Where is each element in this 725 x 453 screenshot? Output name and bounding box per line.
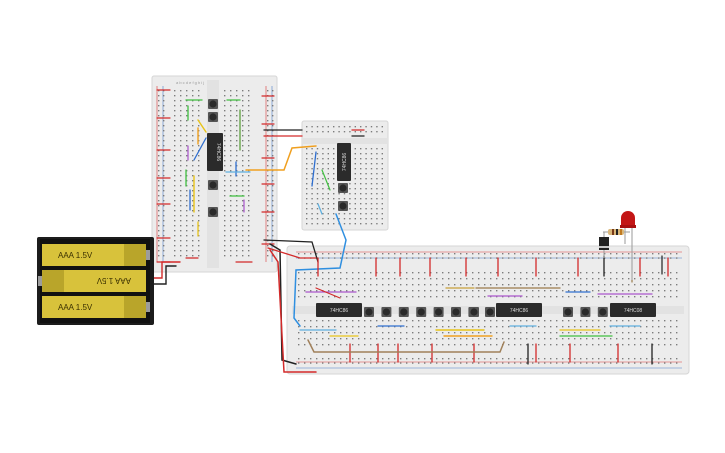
push-button[interactable] — [433, 307, 444, 317]
diode[interactable] — [599, 232, 609, 258]
push-button[interactable] — [381, 307, 392, 317]
resistor[interactable] — [603, 229, 630, 235]
wire[interactable] — [197, 119, 207, 133]
wire[interactable] — [153, 265, 177, 285]
middle-chip-label: 74HC86 — [342, 153, 348, 172]
left-breadboard: a b c d e f g h i j — [151, 75, 278, 273]
bottom-chip-3[interactable]: 74HC08 — [610, 303, 656, 317]
wire[interactable] — [193, 137, 207, 161]
push-button[interactable] — [208, 112, 218, 122]
breadboards: a b c d e f g h i j — [151, 75, 690, 375]
wire[interactable] — [307, 339, 505, 353]
battery-cell-3[interactable]: AAA 1.5V — [42, 296, 150, 318]
left-board-chip[interactable]: 74HC86 — [207, 133, 223, 171]
wire[interactable] — [245, 145, 317, 171]
wire[interactable] — [311, 151, 317, 187]
push-button[interactable] — [208, 207, 218, 217]
push-buttons — [208, 99, 608, 317]
push-button[interactable] — [208, 180, 218, 190]
push-button[interactable] — [416, 307, 427, 317]
wires — [153, 89, 669, 373]
led[interactable] — [620, 211, 636, 280]
push-button[interactable] — [338, 183, 348, 193]
wire[interactable] — [267, 247, 317, 259]
wire[interactable] — [269, 249, 317, 373]
push-button[interactable] — [563, 307, 573, 317]
push-button[interactable] — [451, 307, 461, 317]
bottom-chip-1-label: 74HC86 — [330, 308, 349, 314]
push-button[interactable] — [208, 99, 218, 109]
battery-cell-1-label: AAA 1.5V — [58, 251, 93, 260]
battery-pack[interactable]: AAA 1.5V AAA 1.5V AAA 1.5V — [37, 237, 154, 325]
wire[interactable] — [263, 239, 319, 263]
push-button[interactable] — [580, 307, 591, 317]
push-button[interactable] — [597, 307, 608, 317]
bottom-chip-2-label: 74HC86 — [510, 308, 529, 314]
bottom-chip-1[interactable]: 74HC86 — [316, 303, 362, 317]
wire[interactable] — [321, 169, 331, 191]
left-chip-label: 74HC86 — [215, 143, 221, 162]
wire[interactable] — [315, 287, 341, 299]
push-button[interactable] — [469, 307, 479, 317]
battery-cell-1[interactable]: AAA 1.5V — [42, 244, 150, 266]
middle-board-chip[interactable]: 74HC86 — [337, 143, 351, 181]
wire[interactable] — [153, 261, 181, 279]
wire[interactable] — [317, 203, 323, 215]
battery-cell-3-label: AAA 1.5V — [58, 303, 93, 312]
push-button[interactable] — [338, 201, 348, 211]
battery-cell-2[interactable]: AAA 1.5V — [38, 270, 146, 292]
bottom-chip-2[interactable]: 74HC86 — [496, 303, 542, 317]
push-button[interactable] — [364, 307, 374, 317]
push-button[interactable] — [398, 307, 409, 317]
battery-cell-2-label: AAA 1.5V — [96, 276, 131, 285]
bottom-chip-3-label: 74HC08 — [624, 308, 643, 314]
push-button[interactable] — [485, 307, 495, 317]
left-board-column-letters: a b c d e f g h i j — [176, 80, 204, 85]
